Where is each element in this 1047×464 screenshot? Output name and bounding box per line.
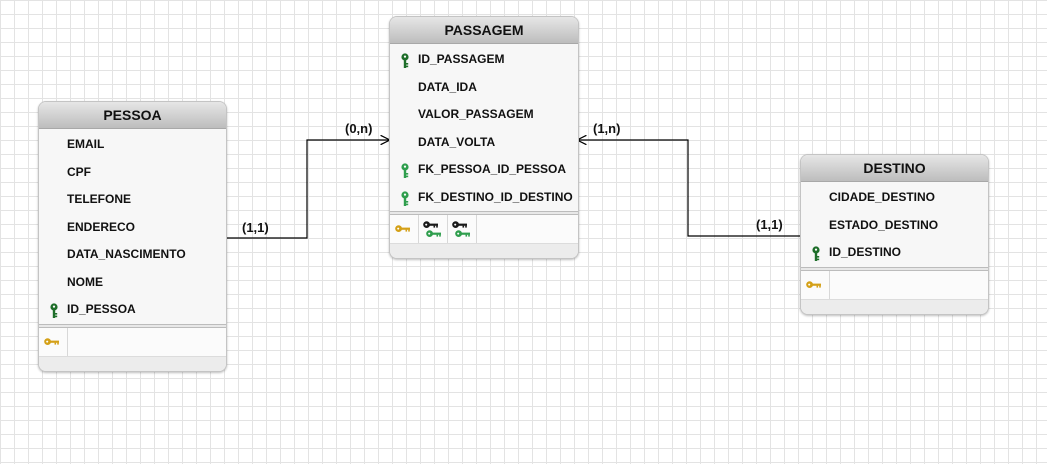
entity-passagem[interactable]: PASSAGEM ID_PASSAGEM DATA_IDA VALOR_PASSAG… — [389, 16, 579, 259]
primary-key-icon — [50, 303, 58, 318]
field-label: ENDERECO — [67, 219, 136, 234]
primary-index-icon[interactable] — [801, 270, 830, 299]
field-data-ida[interactable]: DATA_IDA — [390, 74, 578, 102]
cardinality-passagem-destino-side: (1,n) — [593, 121, 621, 136]
primary-key-icon — [812, 246, 820, 261]
field-id-destino[interactable]: ID_DESTINO — [801, 239, 988, 267]
entity-footer — [801, 299, 988, 314]
destino-passagem-link[interactable] — [578, 140, 800, 237]
cardinality-destino-side: (1,1) — [756, 217, 783, 232]
entity-title: PESSOA — [39, 102, 226, 129]
entity-title: DESTINO — [801, 155, 988, 182]
field-fk-destino-id-destino[interactable]: FK_DESTINO_ID_DESTINO — [390, 184, 578, 212]
primary-index-icon[interactable] — [390, 215, 419, 243]
primary-index-icon[interactable] — [39, 327, 68, 356]
field-label: ID_PESSOA — [67, 302, 136, 316]
field-list: EMAIL CPF TELEFONE ENDERECO DATA_NASCIMENTO N… — [39, 129, 226, 324]
field-label: NOME — [67, 274, 103, 289]
entity-title: PASSAGEM — [390, 17, 578, 44]
index-row — [801, 270, 988, 300]
entity-destino[interactable]: DESTINO CIDADE_DESTINO ESTADO_DESTINO ID_D… — [800, 154, 989, 315]
field-data-volta[interactable]: DATA_VOLTA — [390, 129, 578, 157]
separator — [39, 323, 226, 328]
field-estado-destino[interactable]: ESTADO_DESTINO — [801, 212, 988, 240]
field-fk-pessoa-id-pessoa[interactable]: FK_PESSOA_ID_PESSOA — [390, 156, 578, 184]
field-label: DATA_NASCIMENTO — [67, 247, 186, 261]
field-label: CPF — [67, 164, 91, 179]
cardinality-passagem-pessoa-side: (0,n) — [345, 121, 373, 136]
field-label: ID_DESTINO — [829, 245, 902, 259]
entity-pessoa[interactable]: PESSOA EMAIL CPF TELEFONE ENDERECO DATA_NASC… — [38, 101, 227, 372]
field-id-pessoa[interactable]: ID_PESSOA — [39, 296, 226, 324]
pessoa-passagem-link[interactable] — [226, 140, 389, 239]
field-label: VALOR_PASSAGEM — [418, 107, 534, 121]
field-valor-passagem[interactable]: VALOR_PASSAGEM — [390, 101, 578, 129]
primary-key-icon — [401, 53, 409, 68]
field-label: DATA_VOLTA — [418, 134, 496, 149]
field-email[interactable]: EMAIL — [39, 131, 226, 159]
foreign-index-icon[interactable] — [419, 215, 448, 243]
field-cidade-destino[interactable]: CIDADE_DESTINO — [801, 184, 988, 212]
field-nome[interactable]: NOME — [39, 269, 226, 297]
foreign-key-icon — [401, 190, 409, 206]
index-row — [390, 215, 578, 244]
field-label: TELEFONE — [67, 192, 132, 206]
entity-footer — [390, 244, 578, 258]
cardinality-pessoa-side: (1,1) — [242, 220, 269, 235]
field-list: CIDADE_DESTINO ESTADO_DESTINO ID_DESTINO — [801, 182, 988, 267]
entity-footer — [39, 356, 226, 371]
field-id-passagem[interactable]: ID_PASSAGEM — [390, 46, 578, 74]
field-label: ID_PASSAGEM — [418, 52, 505, 66]
index-row — [39, 327, 226, 357]
field-label: DATA_IDA — [418, 79, 477, 94]
field-label: ESTADO_DESTINO — [829, 217, 939, 232]
separator — [390, 211, 578, 215]
foreign-key-icon — [401, 163, 409, 178]
field-telefone[interactable]: TELEFONE — [39, 186, 226, 214]
field-cpf[interactable]: CPF — [39, 159, 226, 187]
field-label: EMAIL — [67, 137, 105, 151]
field-endereco[interactable]: ENDERECO — [39, 214, 226, 242]
field-list: ID_PASSAGEM DATA_IDA VALOR_PASSAGEM DATA_VO… — [390, 44, 578, 211]
field-label: FK_PESSOA_ID_PESSOA — [418, 162, 567, 176]
separator — [801, 266, 988, 271]
field-label: CIDADE_DESTINO — [829, 190, 936, 204]
foreign-index-icon[interactable] — [448, 215, 477, 243]
field-label: FK_DESTINO_ID_DESTINO — [418, 189, 573, 204]
field-data-nascimento[interactable]: DATA_NASCIMENTO — [39, 241, 226, 269]
